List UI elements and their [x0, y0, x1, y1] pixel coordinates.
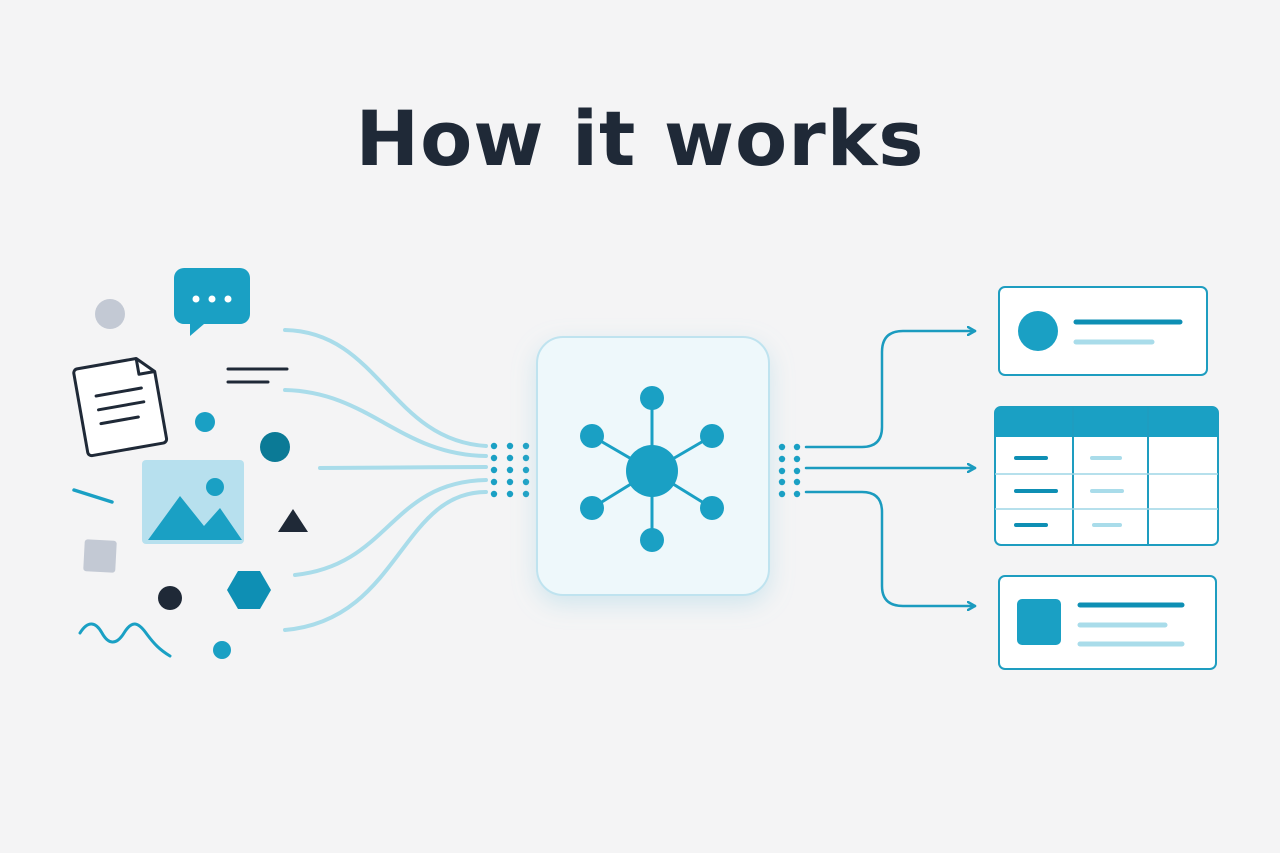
- input-connector-dots: [490, 442, 530, 498]
- navy-circle-icon: [158, 586, 182, 610]
- text-lines-icon: [226, 367, 289, 384]
- output-arrows: [804, 331, 977, 606]
- input-sources: [72, 268, 308, 659]
- input-flow-lines: [283, 328, 488, 632]
- document-icon: [72, 356, 169, 458]
- chat-bubble-icon: [174, 268, 250, 336]
- record-card-icon: [998, 575, 1217, 670]
- triangle-icon: [278, 509, 308, 532]
- dark-teal-circle-icon: [260, 432, 290, 462]
- profile-card-icon: [998, 286, 1208, 376]
- dash-icon: [72, 488, 114, 504]
- output-connector-dots: [778, 443, 801, 498]
- page-title: How it works: [355, 94, 925, 183]
- small-teal-circle-icon: [195, 412, 215, 432]
- network-hub-icon: [580, 386, 724, 552]
- square-icon: [83, 539, 117, 573]
- processing-hub: [536, 336, 770, 596]
- image-icon: [142, 460, 244, 544]
- small-teal-dot-icon: [213, 641, 231, 659]
- squiggle-icon: [78, 622, 172, 658]
- hexagon-icon: [227, 571, 271, 609]
- table-icon: [994, 406, 1219, 546]
- grey-circle-icon: [95, 299, 125, 329]
